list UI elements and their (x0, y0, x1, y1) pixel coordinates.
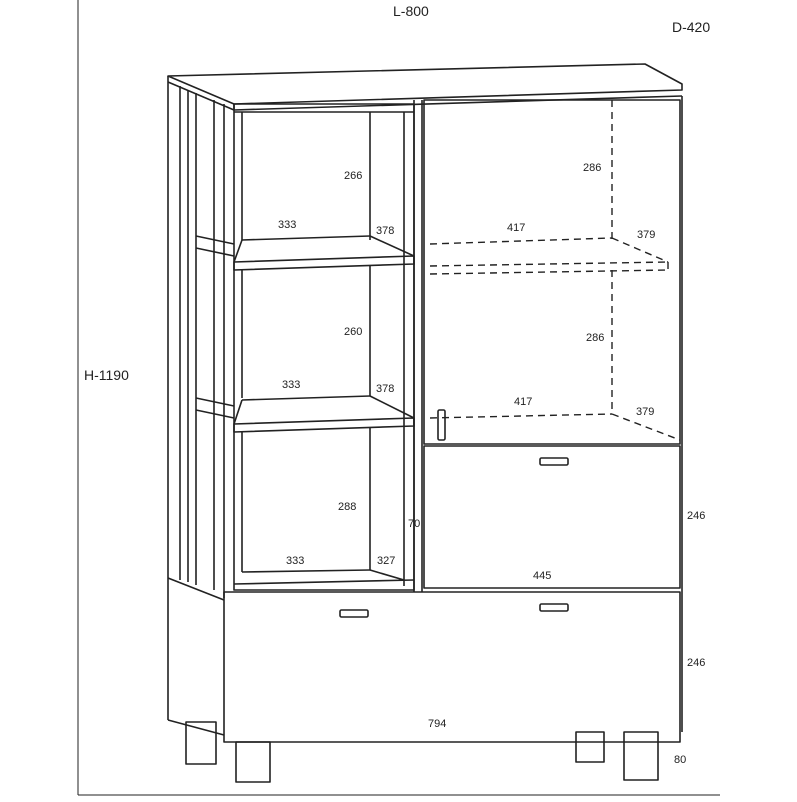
hidden-lines (429, 100, 681, 441)
side-depth-label: 70 (408, 518, 420, 530)
shelf-2 (233, 417, 415, 433)
middle-shelf-height-label: 260 (344, 326, 362, 338)
upper-space-width-label: 417 (507, 222, 525, 234)
leg-back-left (185, 721, 217, 765)
open-section (233, 103, 415, 591)
bottom-shelf-depth-label: 327 (377, 555, 395, 567)
upper-space-depth-label: 379 (637, 229, 655, 241)
middle-shelf-width-label: 333 (282, 379, 300, 391)
upper-space-height-label: 286 (583, 162, 601, 174)
leg-front-left (235, 741, 271, 783)
lower-drawer-front (223, 591, 681, 743)
shelf-1 (233, 255, 415, 271)
top-shelf-width-label: 333 (278, 219, 296, 231)
bottom-shelf-width-label: 333 (286, 555, 304, 567)
middle-shelf-depth-label: 378 (376, 383, 394, 395)
upper-drawer-width-label: 445 (533, 570, 551, 582)
upper-drawer-height-label: 246 (687, 510, 705, 522)
lower-drawer-handle-left (339, 609, 369, 618)
cabinet-body (167, 63, 683, 783)
upper-drawer-handle (539, 457, 569, 466)
top-shelf-depth-label: 378 (376, 225, 394, 237)
leg-front-right (623, 731, 659, 781)
lower-space-depth-label: 379 (636, 406, 654, 418)
overall-length-label: L-800 (393, 3, 429, 19)
leg-back-right (575, 731, 605, 763)
top-shelf-height-label: 266 (344, 170, 362, 182)
lower-drawer-height-label: 246 (687, 657, 705, 669)
leg-height-label: 80 (674, 754, 686, 766)
top-board (167, 63, 683, 105)
lower-drawer-handle-right (539, 603, 569, 612)
upper-drawer-front (423, 445, 681, 589)
bottom-shelf-height-label: 288 (338, 501, 356, 513)
lower-space-width-label: 417 (514, 396, 532, 408)
lower-space-height-label: 286 (586, 332, 604, 344)
door-panel (423, 99, 681, 445)
lower-drawer-width-label: 794 (428, 718, 446, 730)
overall-height-label: H-1190 (84, 367, 129, 383)
overall-depth-label: D-420 (672, 19, 710, 35)
door-handle (437, 409, 446, 441)
